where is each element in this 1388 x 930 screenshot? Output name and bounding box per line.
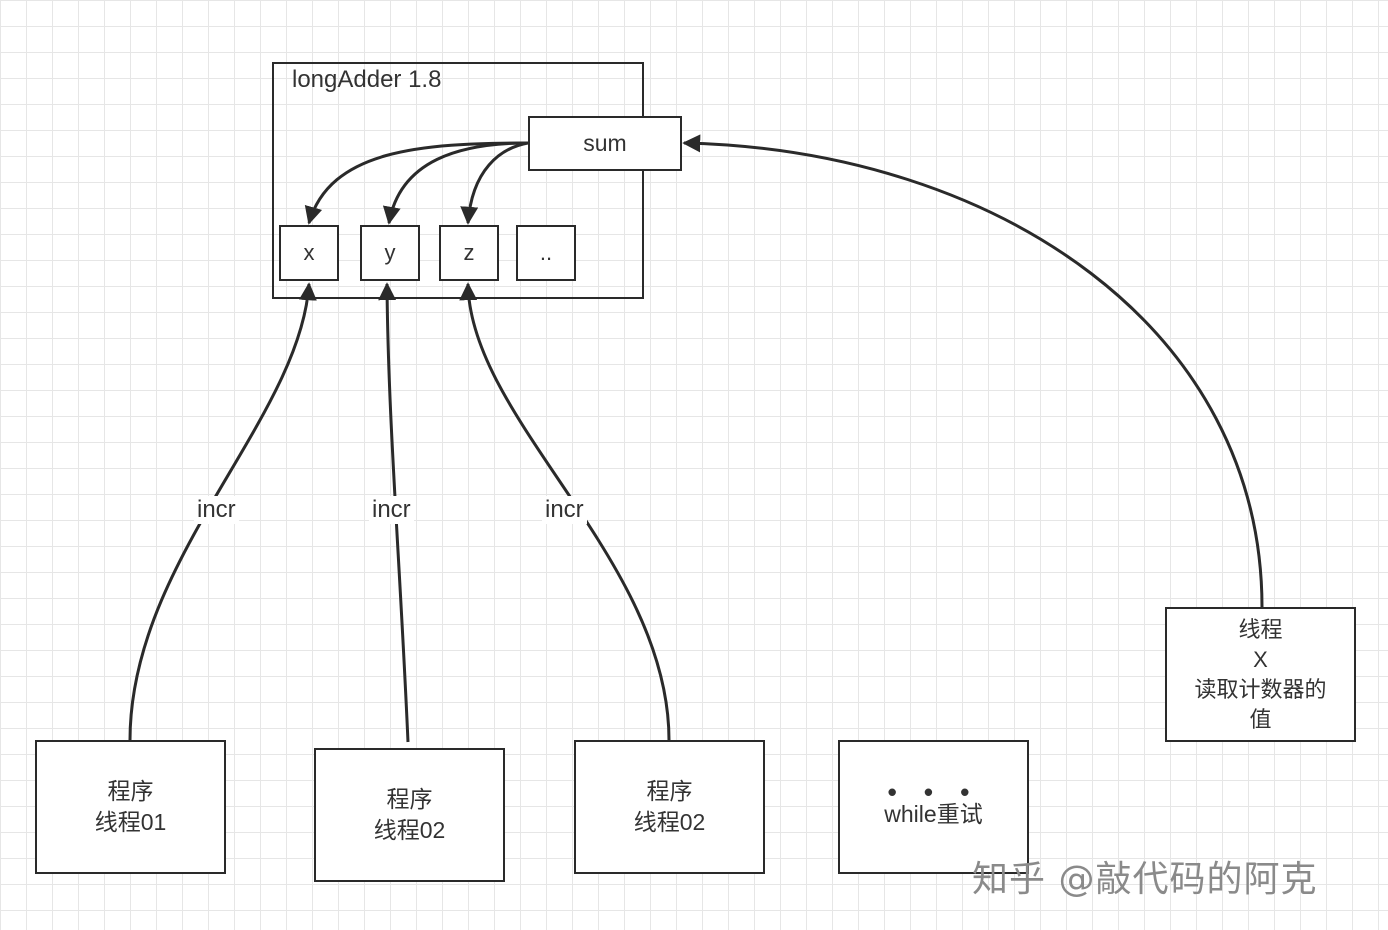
thread-01-line1: 程序 (107, 778, 154, 804)
thread-01-line2: 线程01 (94, 809, 167, 835)
thread-03-line1: 程序 (646, 778, 693, 804)
thread-01-node[interactable]: 程序 线程01 (35, 740, 226, 874)
reader-thread-node[interactable]: 线程 X 读取计数器的 值 (1165, 607, 1356, 742)
edge-label-incr-3: incr (542, 496, 587, 524)
thread-03-line2: 线程02 (633, 809, 706, 835)
cell-more-node[interactable]: .. (516, 225, 576, 281)
sum-node[interactable]: sum (528, 116, 682, 171)
thread-while-dots: • • • (887, 776, 980, 807)
cell-z-label: z (463, 240, 475, 265)
longadder-container[interactable]: longAdder 1.8 (272, 62, 644, 299)
sum-label: sum (583, 130, 627, 156)
thread-02-line2: 线程02 (373, 817, 446, 843)
edge-reader-to-sum (682, 134, 1264, 608)
thread-while-label: while重试 (884, 800, 983, 827)
cell-x-label: x (303, 240, 315, 265)
thread-02-node[interactable]: 程序 线程02 (314, 748, 505, 882)
cell-more-label: .. (539, 240, 553, 265)
thread-03-node[interactable]: 程序 线程02 (574, 740, 765, 874)
thread-02-line1: 程序 (386, 786, 433, 812)
watermark: 知乎 @敲代码的阿克 (972, 859, 1318, 900)
edge-label-incr-2: incr (369, 496, 414, 524)
container-title: longAdder 1.8 (292, 66, 442, 93)
reader-line4: 值 (1249, 706, 1272, 732)
cell-y-label: y (384, 240, 396, 265)
cell-y-node[interactable]: y (360, 225, 420, 281)
reader-line3: 读取计数器的 (1194, 676, 1327, 702)
reader-line2: X (1253, 646, 1268, 672)
cell-z-node[interactable]: z (439, 225, 499, 281)
cell-x-node[interactable]: x (279, 225, 339, 281)
thread-while-node[interactable]: • • • while重试 (838, 740, 1029, 874)
edge-label-incr-1: incr (194, 496, 239, 524)
reader-line1: 线程 (1238, 616, 1283, 642)
